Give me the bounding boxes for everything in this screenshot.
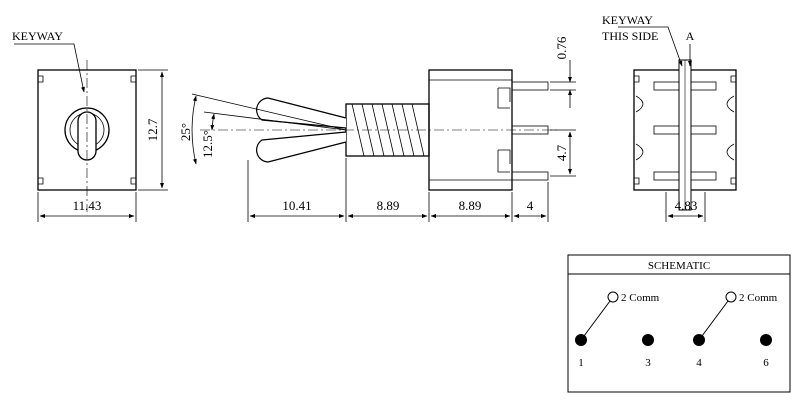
rear-view: KEYWAY THIS SIDE A 4.83 — [602, 13, 737, 222]
rear-side-notches — [635, 95, 735, 161]
dim-bushing-length: 8.89 — [377, 198, 400, 213]
contact-4 — [693, 334, 705, 346]
contact-6 — [760, 334, 772, 346]
terminal-bottom — [511, 171, 549, 181]
front-width-dim: 11.43 — [73, 198, 102, 213]
front-keyway-label: KEYWAY — [12, 29, 63, 43]
pin-label-3: 3 — [645, 357, 651, 369]
dim-lever-length: 10.41 — [282, 198, 311, 213]
schematic-title: SCHEMATIC — [648, 260, 710, 272]
rear-width-dim: 4.83 — [675, 198, 698, 213]
dim-terminal-length: 4 — [527, 198, 534, 213]
lever-position-up — [256, 97, 347, 129]
side-view: 25° 12.5° 10.41 8.89 8.89 4 0.76 4.7 — [178, 36, 576, 222]
dim-terminal-pitch: 4.7 — [554, 144, 569, 161]
terminal-top — [511, 81, 549, 91]
pin-label-1: 1 — [578, 357, 584, 369]
angle-inner-label: 12.5° — [200, 130, 215, 158]
contact-1 — [575, 334, 587, 346]
contact-3 — [642, 334, 654, 346]
dim-terminal-thickness: 0.76 — [554, 36, 569, 59]
angle-outer-label: 25° — [178, 123, 193, 141]
angle-inner-arc — [210, 113, 215, 131]
common-label-2: 2 Comm — [739, 292, 778, 304]
front-height-dim: 12.7 — [145, 118, 160, 141]
side-inner-brackets — [497, 87, 511, 173]
common-label-1: 2 Comm — [621, 292, 660, 304]
schematic-frame — [567, 254, 791, 393]
common-terminal-1 — [607, 291, 619, 303]
lever-position-down — [256, 131, 347, 163]
common-terminal-2 — [725, 291, 737, 303]
front-keyway-leader — [14, 43, 85, 93]
rear-section-label: A — [686, 29, 695, 43]
switch-arm-2 — [698, 300, 729, 341]
pin-label-4: 4 — [696, 357, 702, 369]
rear-keyway-label: KEYWAY — [602, 13, 653, 27]
front-view: KEYWAY 11.43 12.7 — [12, 29, 168, 222]
rear-keyway-leader — [618, 26, 683, 67]
schematic-box: SCHEMATIC 2 Comm 2 Comm 1 3 4 6 — [567, 254, 791, 393]
switch-arm-1 — [580, 300, 611, 341]
dim-body-length: 8.89 — [459, 198, 482, 213]
front-corner-notches — [38, 75, 136, 185]
rear-keyway-side-label: THIS SIDE — [602, 29, 658, 43]
angle-outer-arc — [191, 95, 197, 165]
pin-label-6: 6 — [763, 357, 769, 369]
